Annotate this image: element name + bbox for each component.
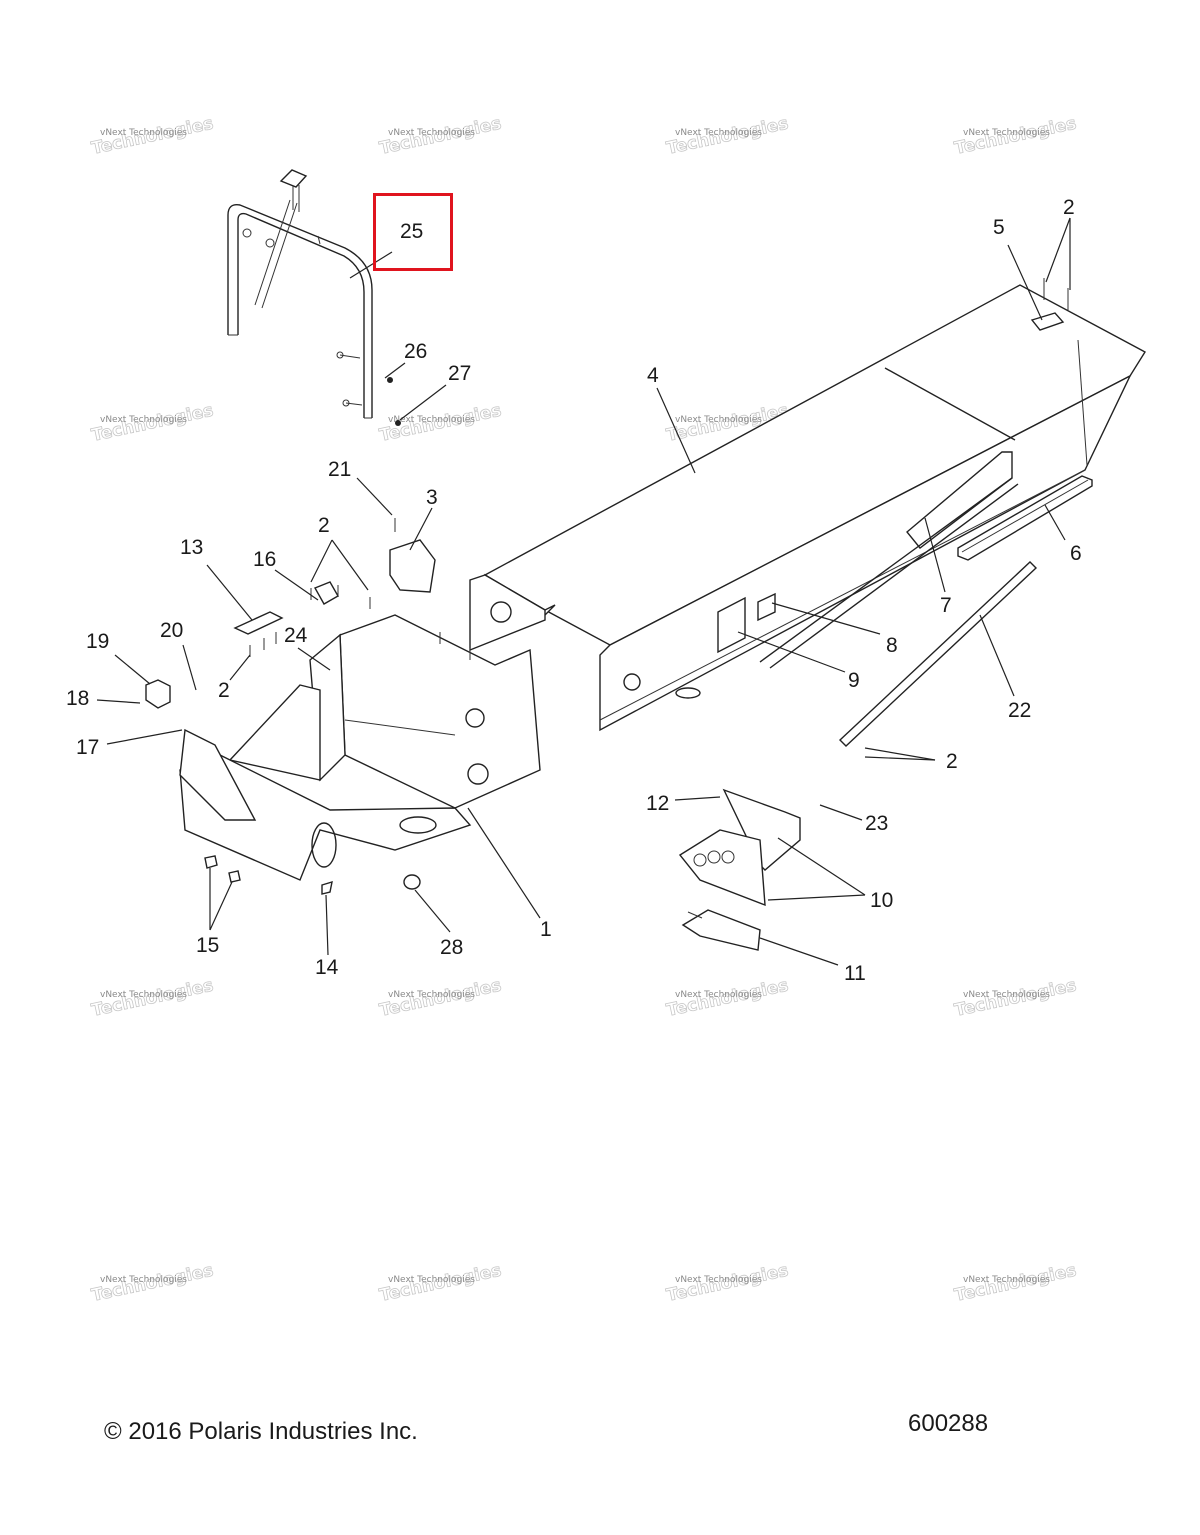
label-part-19[interactable]: 19 bbox=[86, 630, 109, 653]
part-6-rail-strip bbox=[957, 475, 1093, 561]
label-part-26[interactable]: 26 bbox=[404, 340, 427, 363]
label-part-11[interactable]: 11 bbox=[844, 962, 866, 985]
watermark-small-text: vNext Technologies bbox=[388, 415, 475, 425]
watermark-small-text: vNext Technologies bbox=[100, 128, 187, 138]
watermark-small-text: vNext Technologies bbox=[675, 1275, 762, 1285]
label-part-22[interactable]: 22 bbox=[1008, 699, 1031, 722]
watermark-small-text: vNext Technologies bbox=[100, 990, 187, 1000]
part-labels: 25 26 27 5 2 4 21 3 2 13 16 24 20 19 2 1… bbox=[66, 196, 1082, 985]
label-part-2-top[interactable]: 2 bbox=[1063, 196, 1075, 219]
label-part-24[interactable]: 24 bbox=[284, 624, 308, 647]
label-part-25[interactable]: 25 bbox=[400, 220, 423, 243]
label-part-1[interactable]: 1 bbox=[540, 918, 552, 941]
label-part-23[interactable]: 23 bbox=[865, 812, 888, 835]
label-part-16[interactable]: 16 bbox=[253, 548, 276, 571]
label-part-2-left[interactable]: 2 bbox=[218, 679, 230, 702]
watermark-small-text: vNext Technologies bbox=[100, 415, 187, 425]
watermark-small-text: vNext Technologies bbox=[963, 990, 1050, 1000]
label-part-27[interactable]: 27 bbox=[448, 362, 471, 385]
watermark-small-text: vNext Technologies bbox=[388, 128, 475, 138]
label-part-5[interactable]: 5 bbox=[993, 216, 1005, 239]
part-22-rod bbox=[838, 561, 1038, 747]
label-part-28[interactable]: 28 bbox=[440, 936, 463, 959]
label-part-2-middle[interactable]: 2 bbox=[318, 514, 330, 537]
watermark-small-text: vNext Technologies bbox=[963, 1275, 1050, 1285]
label-part-12[interactable]: 12 bbox=[646, 792, 669, 815]
watermark-small-text: vNext Technologies bbox=[675, 990, 762, 1000]
part-1-bulkhead bbox=[179, 614, 541, 881]
watermark-small-text: vNext Technologies bbox=[100, 1275, 187, 1285]
watermark-small-text: vNext Technologies bbox=[388, 990, 475, 1000]
label-part-7[interactable]: 7 bbox=[940, 594, 952, 617]
part-7-side-rail bbox=[759, 451, 1019, 669]
leader-lines bbox=[96, 217, 1071, 966]
hardware-small-parts bbox=[145, 278, 1088, 951]
label-part-4[interactable]: 4 bbox=[647, 364, 659, 387]
watermark-small-text: vNext Technologies bbox=[388, 1275, 475, 1285]
copyright-text: © 2016 Polaris Industries Inc. bbox=[104, 1418, 418, 1445]
watermark-small-text: vNext Technologies bbox=[963, 128, 1050, 138]
label-part-6[interactable]: 6 bbox=[1070, 542, 1082, 565]
label-part-10[interactable]: 10 bbox=[870, 889, 893, 912]
label-part-14[interactable]: 14 bbox=[315, 956, 339, 979]
watermark-small-text: vNext Technologies bbox=[675, 128, 762, 138]
label-part-21[interactable]: 21 bbox=[328, 458, 351, 481]
label-part-13[interactable]: 13 bbox=[180, 536, 203, 559]
label-part-3[interactable]: 3 bbox=[426, 486, 438, 509]
parts-8-9-plates bbox=[717, 592, 776, 654]
label-part-8[interactable]: 8 bbox=[886, 634, 898, 657]
part-25-rail-assembly bbox=[227, 169, 401, 426]
highlight-box-part-25 bbox=[373, 193, 453, 271]
label-part-18[interactable]: 18 bbox=[66, 687, 89, 710]
label-part-15[interactable]: 15 bbox=[196, 934, 219, 957]
label-part-20[interactable]: 20 bbox=[160, 619, 183, 642]
watermark-small-text: vNext Technologies bbox=[675, 415, 762, 425]
label-part-17[interactable]: 17 bbox=[76, 736, 99, 759]
label-part-2-right[interactable]: 2 bbox=[946, 750, 958, 773]
label-part-9[interactable]: 9 bbox=[848, 669, 860, 692]
diagram-number: 600288 bbox=[908, 1410, 989, 1437]
